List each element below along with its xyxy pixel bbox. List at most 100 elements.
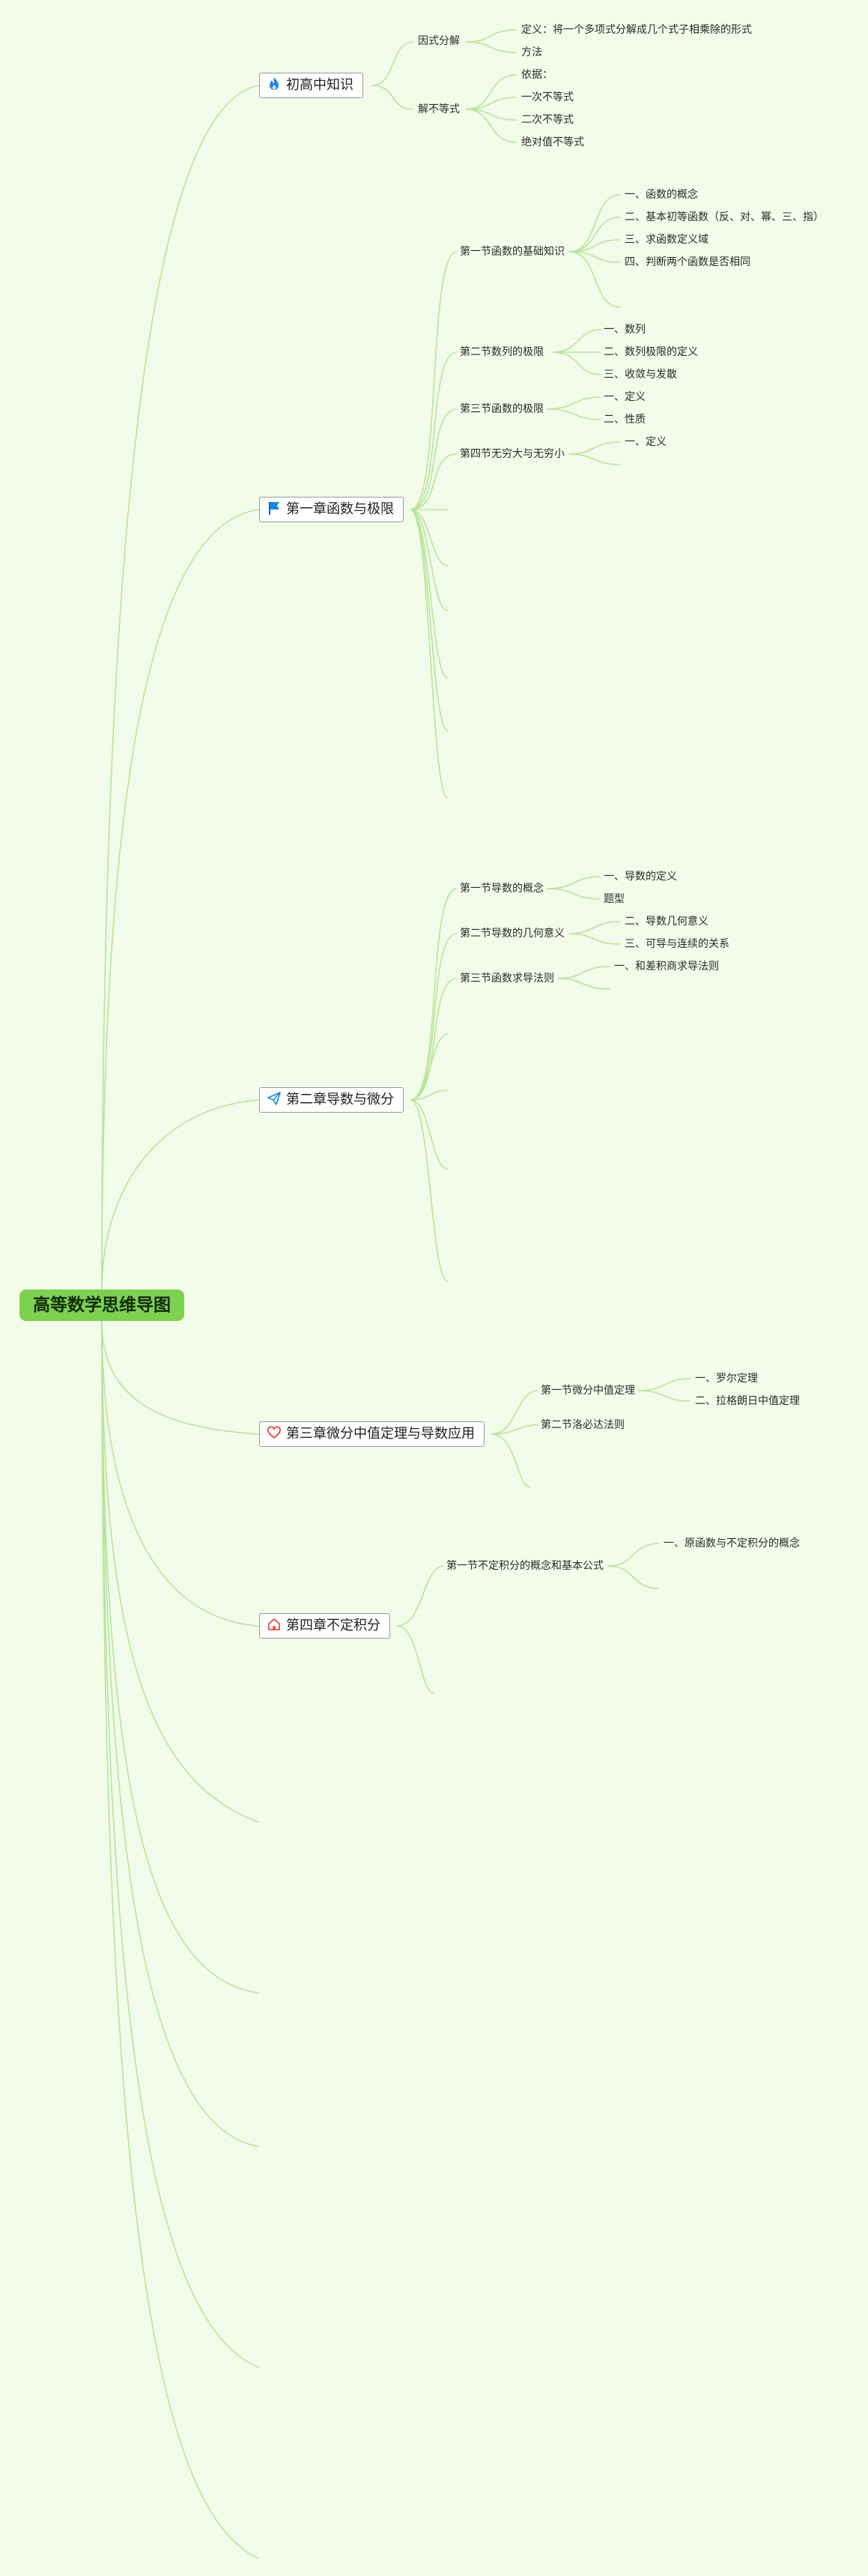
section-node[interactable]: 第二节洛必达法则 (541, 1419, 625, 1431)
connector-line (410, 888, 458, 1101)
connector-line (465, 97, 518, 110)
leaf-node[interactable]: 二次不等式 (521, 114, 574, 126)
connector-line (371, 85, 414, 110)
connector-line (410, 351, 458, 510)
chapter-node-mean-value[interactable]: 第三章微分中值定理与导数应用 (259, 1421, 485, 1447)
connector-line (101, 85, 260, 1290)
connector-line (568, 921, 621, 934)
connector-line (410, 509, 449, 679)
connector-line (568, 251, 621, 308)
connector-line (491, 1390, 538, 1435)
home-icon (267, 1616, 282, 1631)
section-node[interactable]: 第四节无穷大与无穷小 (460, 448, 565, 460)
chapter-node-derivatives[interactable]: 第二章导数与微分 (259, 1087, 404, 1113)
leaf-node[interactable]: 一、罗尔定理 (695, 1373, 758, 1385)
fire-icon (267, 76, 282, 91)
leaf-node[interactable]: 四、判断两个函数是否相同 (625, 256, 750, 268)
section-node[interactable]: 第一节导数的概念 (460, 883, 544, 895)
connector-line (637, 1390, 691, 1402)
connector-line (568, 217, 621, 253)
connector-line (410, 408, 458, 510)
connector-line (568, 251, 621, 263)
root-node[interactable]: 高等数学思维导图 (19, 1289, 184, 1321)
leaf-node[interactable]: 方法 (521, 46, 542, 58)
connector-line (101, 1320, 260, 2368)
connector-line (101, 1320, 260, 1994)
leaf-node[interactable]: 一、定义 (604, 391, 646, 403)
connector-line (101, 1320, 260, 2560)
connector-line (568, 933, 621, 945)
connector-line (546, 876, 601, 889)
leaf-node[interactable]: 一、原函数与不定积分的概念 (664, 1538, 800, 1549)
connector-line (568, 441, 621, 455)
connector-line (465, 29, 518, 43)
connector-line (568, 453, 621, 465)
section-node[interactable]: 第三节函数的极限 (460, 403, 544, 415)
chapter-title: 第四章不定积分 (286, 1618, 380, 1633)
leaf-node[interactable]: 一、和差积商求导法则 (614, 961, 719, 973)
connector-line (607, 1565, 660, 1589)
chapter-title: 第二章导数与微分 (286, 1092, 394, 1107)
leaf-node[interactable]: 一次不等式 (521, 91, 574, 103)
chapter-title: 初高中知识 (286, 77, 353, 93)
connector-line (607, 1543, 660, 1567)
connector-line (101, 1320, 260, 1823)
chapter-node-indefinite-integral[interactable]: 第四章不定积分 (259, 1613, 390, 1639)
connector-line (410, 1033, 449, 1101)
connector-line (410, 933, 458, 1101)
section-node[interactable]: 第一节不定积分的概念和基本公式 (446, 1560, 604, 1572)
connector-line (465, 74, 518, 110)
leaf-node[interactable]: 二、基本初等函数（反、对、幂、三、指） (625, 211, 824, 223)
connector-line (396, 1625, 435, 1694)
section-node[interactable]: 第三节函数求导法则 (460, 973, 554, 985)
flag-icon (267, 500, 282, 515)
connector-line (410, 509, 449, 799)
connector-line (101, 1320, 260, 1627)
leaf-node[interactable]: 三、求函数定义域 (625, 234, 708, 246)
connector-line (410, 1089, 449, 1101)
section-node[interactable]: 第一节微分中值定理 (541, 1385, 635, 1397)
leaf-node[interactable]: 题型 (604, 893, 625, 905)
connector-line (465, 41, 518, 53)
leaf-node[interactable]: 定义：将一个多项式分解成几个式子相乘除的形式 (521, 24, 752, 36)
connector-line (465, 109, 518, 121)
section-node[interactable]: 因式分解 (418, 35, 460, 47)
leaf-node[interactable]: 依据： (521, 69, 553, 81)
leaf-node[interactable]: 一、函数的概念 (625, 189, 698, 201)
connector-line (557, 978, 611, 990)
leaf-node[interactable]: 绝对值不等式 (521, 136, 584, 148)
section-node[interactable]: 第二节数列的极限 (460, 346, 544, 358)
connector-line (410, 1099, 449, 1282)
connector-line (568, 239, 621, 253)
leaf-node[interactable]: 一、导数的定义 (604, 871, 677, 883)
connector-line (465, 109, 518, 143)
leaf-node[interactable]: 二、导数几何意义 (625, 916, 708, 928)
leaf-node[interactable]: 二、性质 (604, 414, 646, 426)
leaf-node[interactable]: 三、可导与连续的关系 (625, 938, 729, 950)
connector-line (568, 194, 621, 253)
connector-line (101, 1320, 260, 2147)
chapter-node-basic[interactable]: 初高中知识 (259, 73, 363, 98)
connector-line (410, 251, 458, 510)
connector-line (546, 888, 601, 900)
heart-icon (267, 1424, 282, 1439)
connector-line (410, 453, 458, 510)
section-node[interactable]: 第二节导数的几何意义 (460, 928, 565, 940)
section-node[interactable]: 解不等式 (418, 103, 460, 115)
leaf-node[interactable]: 二、数列极限的定义 (604, 346, 698, 358)
connector-line (410, 1099, 449, 1170)
leaf-node[interactable]: 三、收敛与发散 (604, 369, 677, 381)
connector-line (410, 978, 458, 1101)
connector-line (637, 1378, 691, 1391)
chapter-node-functions-limits[interactable]: 第一章函数与极限 (259, 497, 404, 522)
leaf-node[interactable]: 一、数列 (604, 324, 646, 336)
connector-line (546, 396, 601, 410)
connector-line (101, 1099, 260, 1290)
leaf-node[interactable]: 二、拉格朗日中值定理 (695, 1395, 800, 1407)
section-node[interactable]: 第一节函数的基础知识 (460, 246, 565, 258)
connector-line (410, 509, 449, 566)
connector-line (552, 329, 601, 353)
leaf-node[interactable]: 一、定义 (625, 436, 667, 448)
connector-line (491, 1424, 538, 1435)
